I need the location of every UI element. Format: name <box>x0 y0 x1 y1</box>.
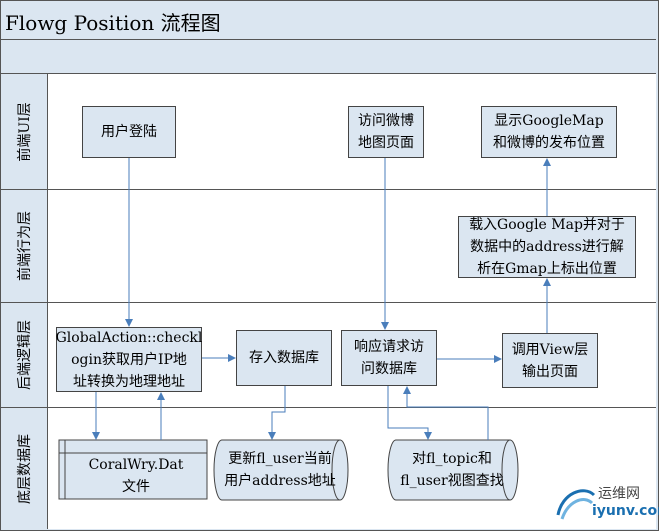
node-coralwry-dat: CoralWry.Dat 文件 <box>88 457 184 495</box>
lane-label-text: 后端逻辑层 <box>17 320 33 390</box>
header-spacer-row <box>1 40 656 74</box>
watermark-logo-icon <box>556 489 596 520</box>
lane-label-frontend-ui: 前端UI层 <box>1 74 48 189</box>
lane-label-text: 前端UI层 <box>17 101 33 162</box>
node-update-fl-user: 更新fl_user当前 用户address地址 <box>224 451 336 489</box>
lane-label-database: 底层数据库 <box>1 408 48 529</box>
node-visit-map-page: 访问微博 地图页面 <box>348 106 424 158</box>
node-save-to-database: 存入数据库 <box>236 330 332 386</box>
node-show-google-map: 显示GoogleMap 和微博的发布位置 <box>481 106 617 158</box>
lane-label-backend-logic: 后端逻辑层 <box>1 303 48 407</box>
node-query-fl-topic: 对fl_topic和 fl_user视图查找 <box>400 451 504 489</box>
node-load-google-map: 载入Google Map并对于 数据中的address进行解 析在Gmap上标出… <box>458 216 636 278</box>
node-global-action-checklogin: GlobalAction::checkl ogin获取用户IP地 址转换为地理地… <box>56 327 202 392</box>
watermark: 运维网 iyunv.com <box>552 479 659 527</box>
node-call-view-layer: 调用View层 输出页面 <box>502 333 598 388</box>
node-respond-request: 响应请求访 问数据库 <box>341 330 437 386</box>
diagram-title: Flowg Position 流程图 <box>5 11 221 35</box>
lane-label-text: 前端行为层 <box>17 211 33 281</box>
node-user-login: 用户登陆 <box>82 106 176 158</box>
watermark-en: iyunv.com <box>592 503 659 519</box>
lane-label-frontend-behavior: 前端行为层 <box>1 190 48 302</box>
lane-label-text: 底层数据库 <box>17 433 33 504</box>
watermark-cn: 运维网 <box>598 486 640 502</box>
title-bar: Flowg Position 流程图 <box>1 1 656 40</box>
lane-frontend-behavior: 前端行为层 <box>1 190 656 303</box>
